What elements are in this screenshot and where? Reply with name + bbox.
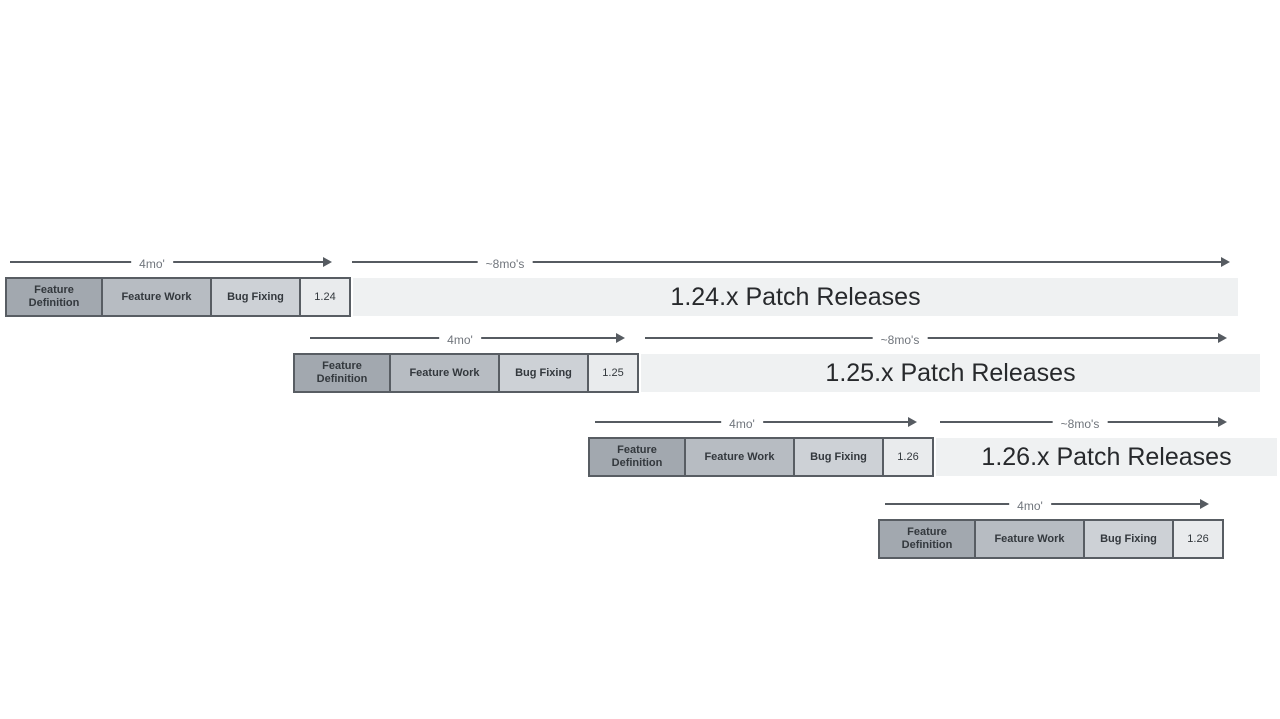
version-label: 1.26 — [1187, 532, 1209, 545]
eight-month-arrow: ~8mo's — [645, 332, 1227, 348]
four-month-label: 4mo' — [721, 416, 763, 432]
bug-fixing-box: Bug Fixing — [498, 353, 589, 393]
feature-work-box: Feature Work — [974, 519, 1085, 559]
four-month-arrow: 4mo' — [595, 416, 917, 432]
feature-work-box: Feature Work — [101, 277, 212, 317]
version-label: 1.26 — [897, 450, 919, 463]
bug-fixing-box: Bug Fixing — [210, 277, 301, 317]
feature-work-label: Feature Work — [409, 366, 480, 379]
eight-month-arrow: ~8mo's — [940, 416, 1227, 432]
version-box: 1.25 — [587, 353, 639, 393]
bug-fixing-label: Bug Fixing — [227, 290, 284, 303]
feature-definition-label: Feature Definition — [316, 360, 368, 385]
feature-work-label: Feature Work — [994, 532, 1065, 545]
four-month-arrow: 4mo' — [885, 498, 1209, 514]
feature-definition-box: Feature Definition — [5, 277, 103, 317]
feature-work-box: Feature Work — [389, 353, 500, 393]
phase-boxes: Feature Definition Feature Work Bug Fixi… — [588, 437, 934, 477]
phase-boxes: Feature Definition Feature Work Bug Fixi… — [293, 353, 639, 393]
version-box: 1.26 — [882, 437, 934, 477]
eight-month-label: ~8mo's — [872, 332, 928, 348]
bug-fixing-label: Bug Fixing — [515, 366, 572, 379]
feature-definition-label: Feature Definition — [901, 526, 953, 551]
feature-definition-label: Feature Definition — [28, 284, 80, 309]
patch-releases-label: 1.25.x Patch Releases — [825, 358, 1076, 387]
four-month-label: 4mo' — [1009, 498, 1051, 514]
version-label: 1.25 — [602, 366, 624, 379]
four-month-arrow: 4mo' — [310, 332, 625, 348]
version-box: 1.24 — [299, 277, 351, 317]
patch-releases-bar: 1.25.x Patch Releases — [641, 354, 1260, 392]
feature-work-label: Feature Work — [704, 450, 775, 463]
eight-month-label: ~8mo's — [1052, 416, 1108, 432]
feature-definition-label: Feature Definition — [611, 444, 663, 469]
four-month-label: 4mo' — [439, 332, 481, 348]
patch-releases-bar: 1.24.x Patch Releases — [353, 278, 1238, 316]
patch-releases-bar: 1.26.x Patch Releases — [936, 438, 1277, 476]
patch-releases-label: 1.26.x Patch Releases — [981, 442, 1232, 471]
feature-work-label: Feature Work — [121, 290, 192, 303]
feature-definition-box: Feature Definition — [293, 353, 391, 393]
phase-boxes: Feature Definition Feature Work Bug Fixi… — [5, 277, 351, 317]
bug-fixing-label: Bug Fixing — [1100, 532, 1157, 545]
four-month-arrow: 4mo' — [10, 256, 332, 272]
four-month-label: 4mo' — [131, 256, 173, 272]
feature-definition-box: Feature Definition — [588, 437, 686, 477]
bug-fixing-box: Bug Fixing — [1083, 519, 1174, 559]
version-label: 1.24 — [314, 290, 336, 303]
patch-releases-label: 1.24.x Patch Releases — [670, 282, 921, 311]
eight-month-label: ~8mo's — [477, 256, 533, 272]
bug-fixing-box: Bug Fixing — [793, 437, 884, 477]
feature-work-box: Feature Work — [684, 437, 795, 477]
eight-month-arrow: ~8mo's — [352, 256, 1230, 272]
phase-boxes: Feature Definition Feature Work Bug Fixi… — [878, 519, 1224, 559]
bug-fixing-label: Bug Fixing — [810, 450, 867, 463]
feature-definition-box: Feature Definition — [878, 519, 976, 559]
version-box: 1.26 — [1172, 519, 1224, 559]
